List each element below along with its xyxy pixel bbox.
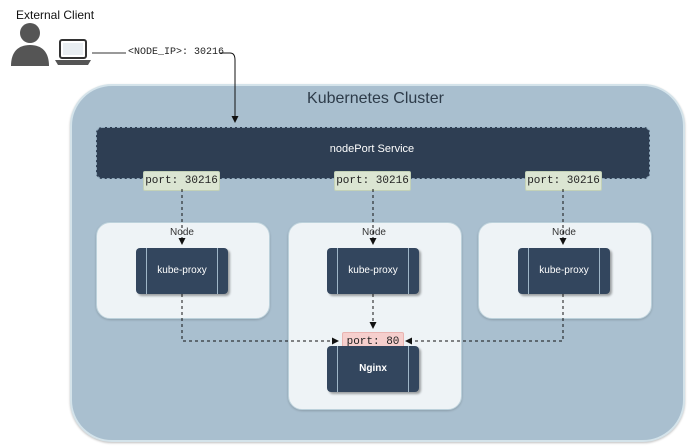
proxy3-to-pod [405, 294, 564, 345]
nginx-pod-label: Nginx [359, 363, 387, 374]
kube-proxy-3: kube-proxy [518, 248, 610, 294]
laptop-icon [55, 39, 91, 65]
kube-proxy-2-label: kube-proxy [348, 265, 398, 276]
nginx-pod: Nginx [327, 346, 419, 392]
external-client-label: External Client [16, 8, 95, 22]
node-3-label: Node [552, 227, 576, 238]
kube-proxy-3-label: kube-proxy [539, 265, 589, 276]
node-2-label: Node [362, 227, 386, 238]
client-to-service-arrow [220, 52, 239, 123]
kube-proxy-1: kube-proxy [136, 248, 228, 294]
service-port-2: port: 30216 [334, 171, 411, 191]
node-ip-endpoint-label: <NODE_IP>: 30216 [128, 47, 225, 58]
proxy1-to-pod [181, 294, 339, 345]
cluster-title: Kubernetes Cluster [307, 90, 444, 107]
kube-proxy-2: kube-proxy [327, 248, 419, 294]
kube-proxy-1-label: kube-proxy [157, 265, 207, 276]
user-icon [11, 23, 49, 66]
nodeport-service-label: nodePort Service [329, 143, 415, 155]
service-port-3: port: 30216 [525, 171, 602, 191]
